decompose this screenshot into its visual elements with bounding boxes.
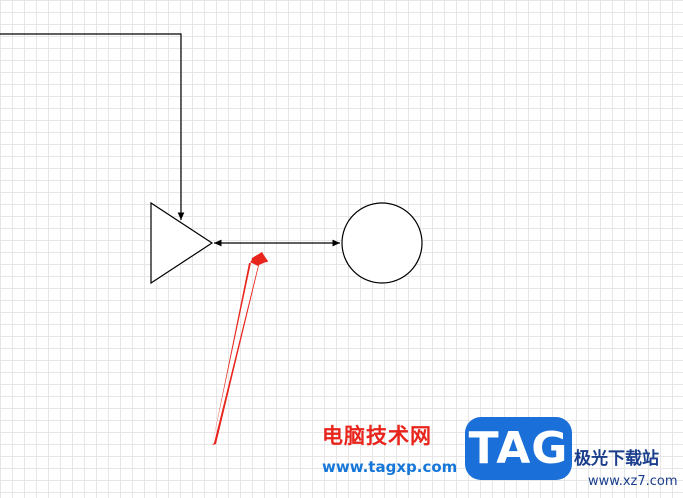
connector-left-to-triangle[interactable] (0, 33, 185, 220)
watermark-cn-title: 电脑技术网 (322, 424, 432, 448)
watermark-site-url: www.xz7.com (588, 474, 678, 489)
watermark-site-name: 极光下载站 (574, 449, 659, 469)
watermark-tag-badge: TAG (465, 417, 572, 480)
watermark-url: www.tagxp.com (322, 458, 458, 476)
triangle-shape[interactable] (150, 201, 214, 285)
red-annotation-arrow (212, 252, 268, 446)
circle-shape[interactable] (341, 202, 423, 284)
